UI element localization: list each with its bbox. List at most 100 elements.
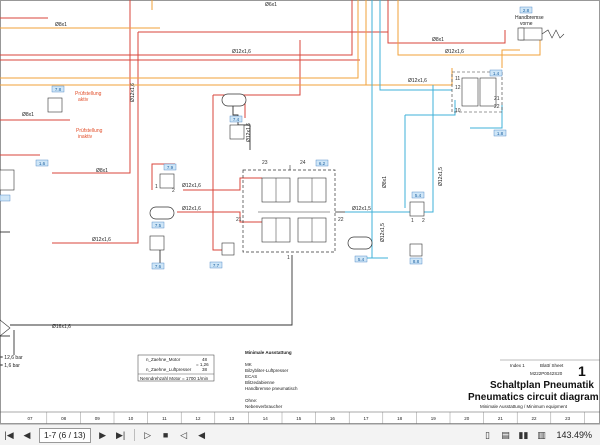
tag-label: 6.2 xyxy=(319,161,326,166)
grid-number: 09 xyxy=(95,416,101,421)
tag-label: 1.6 xyxy=(39,161,46,166)
motor-parameter-box: n_Zaehne_Motor 48 = 1,26 n_Zaehne_Luftpr… xyxy=(137,354,215,382)
two-page-view-icon[interactable]: ▮▮ xyxy=(518,429,529,440)
small-valves xyxy=(0,27,525,337)
last-page-icon[interactable]: ▶| xyxy=(115,429,126,440)
relay-valve-block xyxy=(242,165,345,253)
svg-text:Blatt/ Sheet: Blatt/ Sheet xyxy=(540,363,564,368)
reference-tags: 2.8 7.8 1.6 7.4 7.9 6.2 7.5 7.6 7.7 5.4 … xyxy=(0,6,533,270)
grid-number: 11 xyxy=(162,416,167,421)
svg-text:n_Zaehne_Luftpresser: n_Zaehne_Luftpresser xyxy=(146,367,192,372)
svg-text:Ø12x1,6: Ø12x1,6 xyxy=(408,78,427,84)
grid-number: 14 xyxy=(263,416,269,421)
svg-text:inaktiv: inaktiv xyxy=(78,134,93,140)
grid-number: 23 xyxy=(565,416,571,421)
svg-text:Ø8x1: Ø8x1 xyxy=(96,168,108,174)
zoom-level[interactable]: 143.49% xyxy=(556,430,592,440)
svg-text:21: 21 xyxy=(494,96,500,102)
svg-text:Blitzedabienne: Blitzedabienne xyxy=(245,380,275,385)
pneumatics-circuit-diagram: 2.8 7.8 1.6 7.4 7.9 6.2 7.5 7.6 7.7 5.4 … xyxy=(0,0,600,424)
svg-text:38: 38 xyxy=(202,367,208,372)
grid-number: 19 xyxy=(431,416,437,421)
grid-number: 13 xyxy=(229,416,235,421)
tag-label: 5.4 xyxy=(415,193,422,198)
air-tanks xyxy=(149,93,373,250)
svg-text:vorne: vorne xyxy=(520,21,533,27)
svg-text:22: 22 xyxy=(338,217,344,223)
first-page-icon[interactable]: |◀ xyxy=(4,429,14,440)
svg-text:1: 1 xyxy=(155,184,158,190)
grid-number: 20 xyxy=(464,416,470,421)
svg-text:Ohne:: Ohne: xyxy=(245,398,257,403)
tag-label: 5.4 xyxy=(358,257,365,262)
svg-text:1: 1 xyxy=(411,218,414,224)
tag-label: 7.9 xyxy=(167,165,174,170)
grid-number: 15 xyxy=(296,416,302,421)
grid-number: 10 xyxy=(128,416,134,421)
svg-text:Ø8x1: Ø8x1 xyxy=(432,37,444,43)
red-air-lines xyxy=(0,0,506,251)
svg-text:Ø12x1,6: Ø12x1,6 xyxy=(232,49,251,55)
svg-text:Minimale Ausstattung: Minimale Ausstattung xyxy=(245,350,292,355)
svg-text:Ø12x1,6: Ø12x1,6 xyxy=(130,83,136,102)
single-page-view-icon[interactable]: ▯ xyxy=(484,429,490,440)
svg-text:Nebenverbraucher: Nebenverbraucher xyxy=(245,404,283,409)
stop-icon[interactable]: ■ xyxy=(162,430,169,440)
svg-text:Prüfstellung: Prüfstellung xyxy=(76,128,103,134)
grid-number: 07 xyxy=(27,416,33,421)
svg-text:11: 11 xyxy=(455,76,460,82)
grid-number: 16 xyxy=(330,416,336,421)
grid-number: 12 xyxy=(195,416,201,421)
svg-text:Ø12x1,6: Ø12x1,6 xyxy=(182,206,201,212)
svg-text:10: 10 xyxy=(455,108,461,114)
back-icon[interactable]: ◀ xyxy=(198,429,206,440)
svg-text:n_Zaehne_Motor: n_Zaehne_Motor xyxy=(146,357,181,362)
next-page-icon[interactable]: ▶ xyxy=(99,429,107,440)
tag-label: 7.8 xyxy=(55,87,62,92)
svg-text:22: 22 xyxy=(494,104,500,110)
svg-text:Ø12x1,5: Ø12x1,5 xyxy=(380,223,386,242)
svg-text:Ø12x1,6: Ø12x1,6 xyxy=(445,49,464,55)
tag-label: 1.4 xyxy=(493,71,500,76)
svg-text:Ø12x1,6: Ø12x1,6 xyxy=(246,123,252,142)
pipe-labels: Ø6x1 Ø8x1 Ø12x1,6 Ø8x1 Ø12x1,6 Ø12x1,6 Ø… xyxy=(22,2,464,330)
tag-label: 2.8 xyxy=(523,8,530,13)
component-labels: Handbremse vorne Prüfstellung aktiv Prüf… xyxy=(0,15,544,369)
tag-label: 7.4 xyxy=(233,117,240,122)
svg-text:M222P0042S20: M222P0042S20 xyxy=(530,371,563,376)
svg-text:2: 2 xyxy=(422,218,425,224)
svg-text:Handbremse pneumatisch: Handbremse pneumatisch xyxy=(245,386,298,391)
svg-text:23: 23 xyxy=(262,160,268,166)
status-bar: |◀ ◀ 1-7 (6 / 13) ▶ ▶| ▷ ■ ◁ ◀ ▯ ▤ ▮▮ ▥ … xyxy=(0,424,600,445)
tag-label: 7.7 xyxy=(213,263,220,268)
rewind-icon[interactable]: ◁ xyxy=(180,429,188,440)
svg-text:Ø8x1: Ø8x1 xyxy=(55,22,67,28)
previous-page-icon[interactable]: ◀ xyxy=(23,429,31,440)
grid-number: 18 xyxy=(397,416,403,421)
tag-label: 7.6 xyxy=(155,264,162,269)
svg-text:Index 1: Index 1 xyxy=(510,363,525,368)
port-numbers: 21 22 23 24 1 11 12 10 22 21 1 2 1 2 xyxy=(155,76,500,261)
facing-view-icon[interactable]: ▥ xyxy=(537,429,546,440)
svg-text:= 12,6 bar: = 12,6 bar xyxy=(0,355,23,361)
cyan-air-lines xyxy=(345,0,503,259)
svg-text:Ø16x1,6: Ø16x1,6 xyxy=(52,324,71,330)
svg-text:21: 21 xyxy=(236,217,242,223)
svg-text:24: 24 xyxy=(300,160,306,166)
play-icon[interactable]: ▷ xyxy=(144,429,152,440)
svg-text:Ø12x1,6: Ø12x1,6 xyxy=(182,183,201,189)
svg-text:Pneumatics circuit diagram: Pneumatics circuit diagram xyxy=(468,392,599,403)
grid-number: 22 xyxy=(531,416,537,421)
svg-text:Ø8x1: Ø8x1 xyxy=(22,112,34,118)
svg-text:Minimale Ausstattung / Minimum: Minimale Ausstattung / Minimum equipment xyxy=(480,404,568,409)
grid-number: 21 xyxy=(498,416,504,421)
equipment-list: Minimale Ausstattung MK Bilzybliter-Luft… xyxy=(245,350,298,409)
svg-text:Ø8x1: Ø8x1 xyxy=(382,176,388,188)
svg-text:12: 12 xyxy=(455,85,461,91)
svg-text:aktiv: aktiv xyxy=(78,97,89,103)
continuous-view-icon[interactable]: ▤ xyxy=(501,429,510,440)
grid-number: 08 xyxy=(61,416,67,421)
handbrake-valve xyxy=(451,27,565,113)
page-field[interactable]: 1-7 (6 / 13) xyxy=(39,427,91,443)
